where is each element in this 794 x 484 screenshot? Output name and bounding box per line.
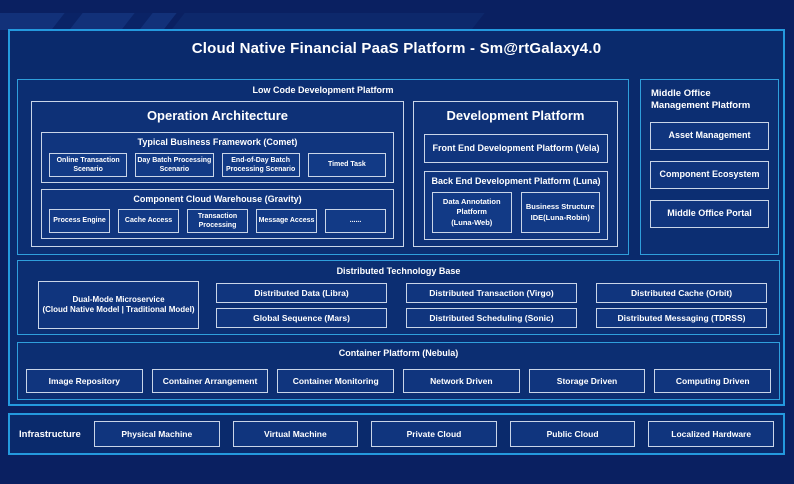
box-storage-driven: Storage Driven [528, 369, 646, 393]
section-label: Middle Office Management Platform [651, 88, 751, 112]
operation-architecture-group: Operation Architecture Typical Business … [31, 101, 404, 247]
box-network-driven: Network Driven [403, 369, 520, 393]
box-physical-machine: Physical Machine [94, 421, 220, 447]
component-cloud-warehouse-group: Component Cloud Warehouse (Gravity) Proc… [41, 189, 394, 239]
box-localized-hardware: Localized Hardware [648, 421, 774, 447]
box-distributed-transaction: Distributed Transaction (Virgo) [406, 283, 577, 303]
back-end-development-platform-group: Back End Development Platform (Luna) Dat… [424, 171, 608, 240]
box-end-of-day-batch-processing-scenario: End-of-Day Batch Processing Scenario [221, 153, 300, 177]
box-container-arrangement: Container Arrangement [151, 369, 269, 393]
group-label: Typical Business Framework (Comet) [137, 137, 298, 147]
box-timed-task: Timed Task [307, 153, 386, 177]
box-private-cloud: Private Cloud [371, 421, 497, 447]
section-label: Low Code Development Platform [252, 85, 394, 95]
box-data-annotation-platform: Data Annotation Platform (Luna-Web) [432, 192, 512, 233]
box-distributed-data: Distributed Data (Libra) [216, 283, 387, 303]
box-distributed-scheduling: Distributed Scheduling (Sonic) [406, 308, 577, 328]
box-process-engine: Process Engine [49, 209, 110, 233]
box-transaction-processing: Transaction Processing [187, 209, 248, 233]
box-message-access: Message Access [256, 209, 317, 233]
box-distributed-messaging: Distributed Messaging (TDRSS) [596, 308, 767, 328]
box-public-cloud: Public Cloud [509, 421, 636, 447]
box-middle-office-portal: Middle Office Portal [650, 199, 769, 228]
section-label: Distributed Technology Base [336, 266, 461, 276]
typical-business-items: Online Transaction Scenario Day Batch Pr… [49, 153, 386, 177]
box-image-repository: Image Repository [26, 369, 143, 393]
platform-panel: Cloud Native Financial PaaS Platform - S… [8, 29, 785, 406]
development-platform-group: Development Platform Front End Developme… [413, 101, 618, 247]
box-ellipsis: ...... [325, 209, 386, 233]
back-end-items: Data Annotation Platform (Luna-Web) Busi… [432, 192, 600, 233]
section-label: Container Platform (Nebula) [338, 348, 459, 358]
box-dual-mode-microservice: Dual-Mode Microservice (Cloud Native Mod… [38, 281, 199, 329]
group-label: Component Cloud Warehouse (Gravity) [133, 194, 302, 204]
infrastructure-section: Infrastructure Physical Machine Virtual … [8, 413, 785, 455]
box-business-structure-ide: Business Structure IDE(Luna-Robin) [520, 192, 600, 233]
component-warehouse-items: Process Engine Cache Access Transaction … [49, 209, 386, 233]
group-title: Development Platform [446, 108, 585, 123]
box-front-end-development-platform: Front End Development Platform (Vela) [424, 134, 608, 163]
distributed-technology-base-section: Distributed Technology Base Dual-Mode Mi… [17, 260, 780, 335]
box-asset-management: Asset Management [650, 121, 769, 150]
box-component-ecosystem: Component Ecosystem [650, 160, 769, 189]
section-label: Infrastructure [19, 428, 81, 440]
box-global-sequence: Global Sequence (Mars) [216, 308, 387, 328]
distributed-items-grid: Distributed Data (Libra) Distributed Tra… [216, 283, 767, 328]
middle-office-management-platform-section: Middle Office Management Platform Asset … [640, 79, 779, 255]
decorative-stripe [171, 13, 485, 30]
page-title: Cloud Native Financial PaaS Platform - S… [191, 40, 602, 57]
group-label: Back End Development Platform (Luna) [431, 176, 601, 186]
low-code-development-platform-section: Low Code Development Platform Operation … [17, 79, 629, 255]
box-online-transaction-scenario: Online Transaction Scenario [49, 153, 128, 177]
box-day-batch-processing-scenario: Day Batch Processing Scenario [135, 153, 214, 177]
group-title: Operation Architecture [146, 108, 289, 123]
box-container-monitoring: Container Monitoring [277, 369, 395, 393]
typical-business-framework-group: Typical Business Framework (Comet) Onlin… [41, 132, 394, 183]
container-platform-items: Image Repository Container Arrangement C… [26, 369, 772, 393]
box-virtual-machine: Virtual Machine [232, 421, 359, 447]
box-distributed-cache: Distributed Cache (Orbit) [596, 283, 767, 303]
box-cache-access: Cache Access [118, 209, 179, 233]
container-platform-section: Container Platform (Nebula) Image Reposi… [17, 342, 780, 400]
box-computing-driven: Computing Driven [654, 369, 772, 393]
